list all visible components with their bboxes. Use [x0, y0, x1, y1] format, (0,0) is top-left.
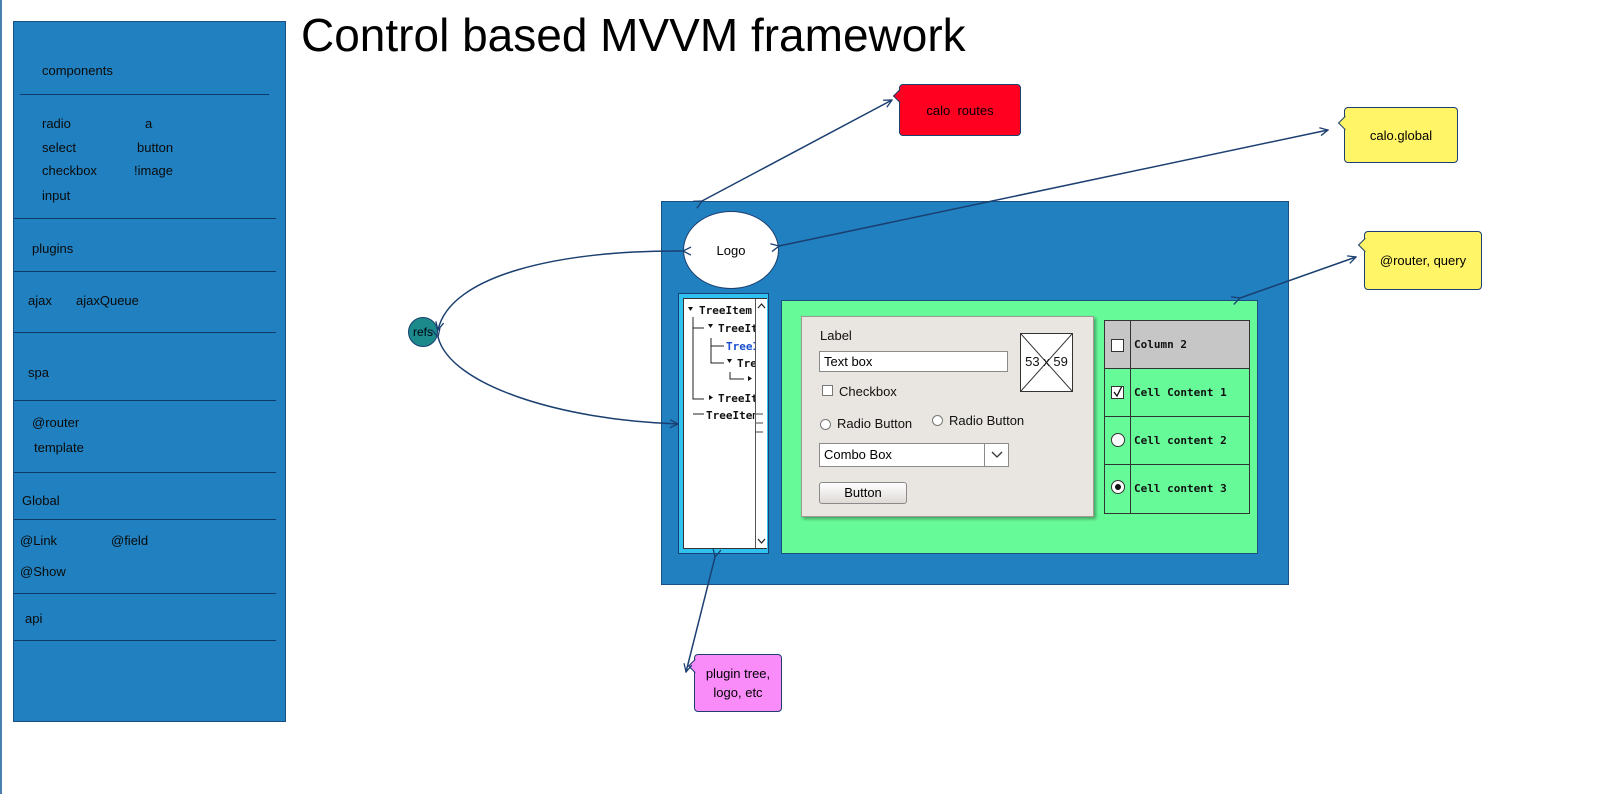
sidebar-global: Global: [22, 493, 60, 508]
sidebar-checkbox: checkbox: [42, 163, 97, 178]
sidebar-divider: [14, 640, 276, 641]
callout-calo-routes-text: calo routes: [926, 102, 994, 118]
connector-logo-global: [779, 130, 1328, 246]
sidebar-plugins: plugins: [32, 241, 74, 256]
sidebar-radio: radio: [42, 116, 71, 131]
radio-button-2-label: Radio Button: [949, 413, 1025, 428]
tree-item[interactable]: Tre: [737, 357, 757, 370]
checkmark-icon: [1113, 387, 1123, 398]
header-checkbox[interactable]: [1111, 339, 1124, 352]
sidebar-divider: [14, 593, 276, 594]
radio-button-2[interactable]: [932, 415, 943, 426]
sidebar-api: api: [25, 611, 43, 626]
form-label: Label: [820, 328, 852, 343]
text-box-input[interactable]: Text box: [819, 351, 1008, 372]
sidebar-ajax: ajax: [28, 293, 52, 308]
sidebar-show: @Show: [20, 564, 66, 579]
tree-item-selected[interactable]: TreeI: [726, 340, 760, 353]
sidebar-image: !image: [134, 163, 174, 178]
connector-green-router: [1240, 257, 1356, 298]
combo-box-dropdown[interactable]: [984, 443, 1009, 467]
logo[interactable]: Logo: [683, 211, 779, 289]
image-placeholder: [1020, 333, 1073, 392]
sidebar-field: @field: [111, 533, 149, 548]
sidebar-divider: [20, 94, 269, 95]
grid-header-row[interactable]: Column 2: [1105, 321, 1249, 369]
sidebar-a: a: [145, 116, 153, 131]
sidebar-template: template: [34, 440, 84, 455]
sidebar-divider: [14, 271, 276, 272]
combo-box[interactable]: Combo Box: [819, 443, 1009, 467]
grid-column-separator: [1130, 321, 1131, 513]
radio-selected[interactable]: [1111, 480, 1125, 494]
connector-logo-routes: [702, 100, 892, 201]
radio-button-1-label: Radio Button: [837, 416, 913, 431]
callout-calo-global-text: calo.global: [1369, 127, 1433, 143]
page-title: Control based MVVM framework: [301, 9, 966, 61]
tree-item[interactable]: TreeItem: [699, 304, 752, 317]
checkbox[interactable]: [822, 385, 833, 396]
scroll-up-icon: [757, 303, 766, 309]
checked-checkbox[interactable]: [1111, 386, 1124, 399]
sidebar-link: @Link: [20, 533, 58, 548]
grid-cell: Cell content 3: [1134, 482, 1227, 495]
sidebar-ajaxqueue: ajaxQueue: [76, 293, 139, 308]
sidebar-router: @router: [32, 415, 80, 430]
scrollbar-arrows: [756, 303, 766, 544]
grid-cell: Cell content 2: [1134, 434, 1227, 447]
data-grid: Column 2 Cell Content 1 Cell content 2 C…: [1104, 320, 1250, 514]
connector-logo-refs: [438, 251, 683, 330]
scroll-down-icon: [757, 538, 766, 544]
left-edge-line: [0, 0, 2, 794]
checkbox-label: Checkbox: [839, 384, 897, 399]
callout-router-query: @router, query: [1357, 231, 1482, 290]
radio-button-1[interactable]: [820, 419, 831, 430]
chevron-down-icon: [991, 451, 1003, 458]
tree-item[interactable]: TreeIt: [718, 392, 758, 405]
table-row[interactable]: Cell Content 1: [1105, 369, 1249, 417]
sidebar-divider: [14, 332, 276, 333]
image-placeholder-icon: [1021, 334, 1072, 391]
tree-item[interactable]: TreeItem: [706, 409, 759, 422]
grid-header: Column 2: [1134, 338, 1187, 351]
button[interactable]: Button: [819, 482, 907, 504]
sidebar-input: input: [42, 188, 71, 203]
sidebar-spa: spa: [28, 365, 49, 380]
callout-calo-global: calo.global: [1337, 107, 1458, 163]
sidebar-divider: [14, 218, 276, 219]
table-row[interactable]: Cell content 3: [1105, 465, 1249, 513]
sidebar-select: select: [42, 140, 76, 155]
tree-item[interactable]: TreeIt: [718, 322, 758, 335]
table-row[interactable]: Cell content 2: [1105, 417, 1249, 465]
connector-tree-plugin: [686, 557, 715, 672]
sidebar-divider: [14, 472, 276, 473]
image-placeholder-label: 53 x 59: [1025, 354, 1068, 369]
tree-scrollbar[interactable]: [755, 299, 767, 548]
sidebar-divider: [14, 519, 276, 520]
sidebar-divider: [14, 400, 276, 401]
sidebar: components radio a select button checkbo…: [13, 21, 286, 722]
sidebar-components: components: [42, 63, 113, 78]
radio-empty[interactable]: [1111, 433, 1125, 447]
connector-refs-tree: [438, 337, 678, 424]
grid-cell: Cell Content 1: [1134, 386, 1227, 399]
callout-router-query-text: @router, query: [1379, 253, 1467, 268]
sidebar-button: button: [137, 140, 174, 155]
tree-view[interactable]: TreeItem TreeIt TreeI Tre Tr TreeIt Tree…: [683, 298, 767, 549]
